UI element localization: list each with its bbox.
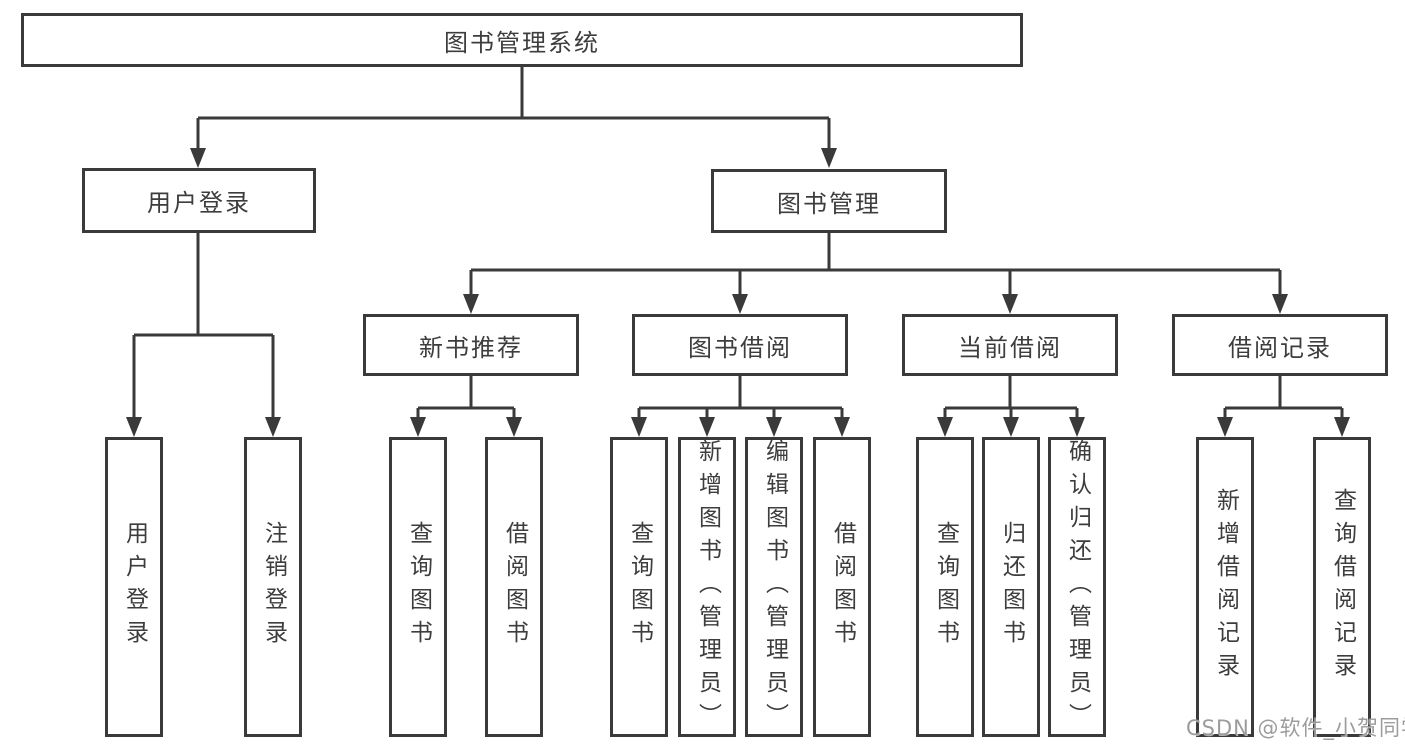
node-library-management-system: 图书管理系统 — [21, 13, 1023, 67]
connector-line — [943, 376, 1079, 419]
leaf-add-books-admin: 新增图书（管理员） — [678, 437, 736, 737]
arrow-down-icon — [631, 417, 850, 437]
node-label: 查询图书 — [626, 521, 653, 653]
node-new-book-recommend: 新书推荐 — [363, 314, 579, 376]
node-label: 图书管理 — [777, 189, 881, 218]
node-current-borrow: 当前借阅 — [902, 314, 1118, 376]
arrow-down-icon — [463, 294, 1288, 314]
connector-current-borrow-to-leaves — [937, 376, 1085, 437]
node-label: 新增借阅记录 — [1212, 488, 1239, 686]
arrow-down-icon — [937, 417, 1085, 437]
node-label: 归还图书 — [998, 521, 1025, 653]
watermark: CSDN @软件_小贺同学 — [1186, 716, 1405, 740]
node-label: 当前借阅 — [958, 333, 1062, 362]
connector-line — [637, 376, 844, 419]
leaf-return-books: 归还图书 — [982, 437, 1040, 737]
connector-borrow-records-to-leaves — [1217, 376, 1350, 437]
leaf-query-borrow-record: 查询借阅记录 — [1313, 437, 1371, 737]
connector-line — [196, 66, 831, 150]
node-label: 借阅图书 — [501, 521, 528, 653]
leaf-user-login: 用户登录 — [105, 437, 163, 737]
node-label: 注销登录 — [260, 521, 287, 653]
node-label: 图书管理系统 — [444, 28, 600, 57]
connector-book-borrow-to-leaves — [631, 376, 850, 437]
leaf-query-books-recommend: 查询图书 — [389, 437, 447, 737]
leaf-borrow-books: 借阅图书 — [813, 437, 871, 737]
node-book-borrow: 图书借阅 — [632, 314, 848, 376]
connector-new-book-recommend-to-leaves — [410, 376, 522, 437]
node-label: 图书借阅 — [688, 333, 792, 362]
node-label: 借阅记录 — [1228, 333, 1332, 362]
connector-root-to-level2 — [190, 66, 837, 168]
connector-user-login-to-leaves — [126, 232, 281, 437]
connector-line — [1223, 376, 1344, 419]
arrow-down-icon — [1217, 417, 1350, 437]
leaf-logout: 注销登录 — [244, 437, 302, 737]
leaf-borrow-books-recommend: 借阅图书 — [485, 437, 543, 737]
node-label: 查询借阅记录 — [1329, 488, 1356, 686]
node-label: 确认归还（管理员） — [1064, 438, 1091, 736]
leaf-query-books-current: 查询图书 — [916, 437, 974, 737]
arrow-down-icon — [126, 417, 281, 437]
leaf-query-books-borrow: 查询图书 — [610, 437, 668, 737]
node-label: 新书推荐 — [419, 333, 523, 362]
node-label: 查询图书 — [932, 521, 959, 653]
connector-book-management-to-level3 — [463, 232, 1288, 314]
node-book-management: 图书管理 — [711, 169, 947, 233]
connector-line — [469, 232, 1282, 296]
leaf-add-borrow-record: 新增借阅记录 — [1196, 437, 1254, 737]
node-label: 用户登录 — [121, 521, 148, 653]
leaf-edit-books-admin: 编辑图书（管理员） — [745, 437, 803, 737]
arrow-down-icon — [190, 148, 837, 168]
node-label: 编辑图书（管理员） — [761, 438, 788, 736]
arrow-down-icon — [410, 417, 522, 437]
node-borrow-records: 借阅记录 — [1172, 314, 1388, 376]
node-label: 借阅图书 — [829, 521, 856, 653]
node-label: 用户登录 — [147, 189, 251, 217]
connector-line — [416, 376, 516, 419]
node-label: 新增图书（管理员） — [694, 438, 721, 736]
connector-line — [132, 232, 275, 419]
leaf-confirm-return-admin: 确认归还（管理员） — [1048, 437, 1106, 737]
node-user-login: 用户登录 — [82, 168, 316, 233]
node-label: 查询图书 — [405, 521, 432, 653]
